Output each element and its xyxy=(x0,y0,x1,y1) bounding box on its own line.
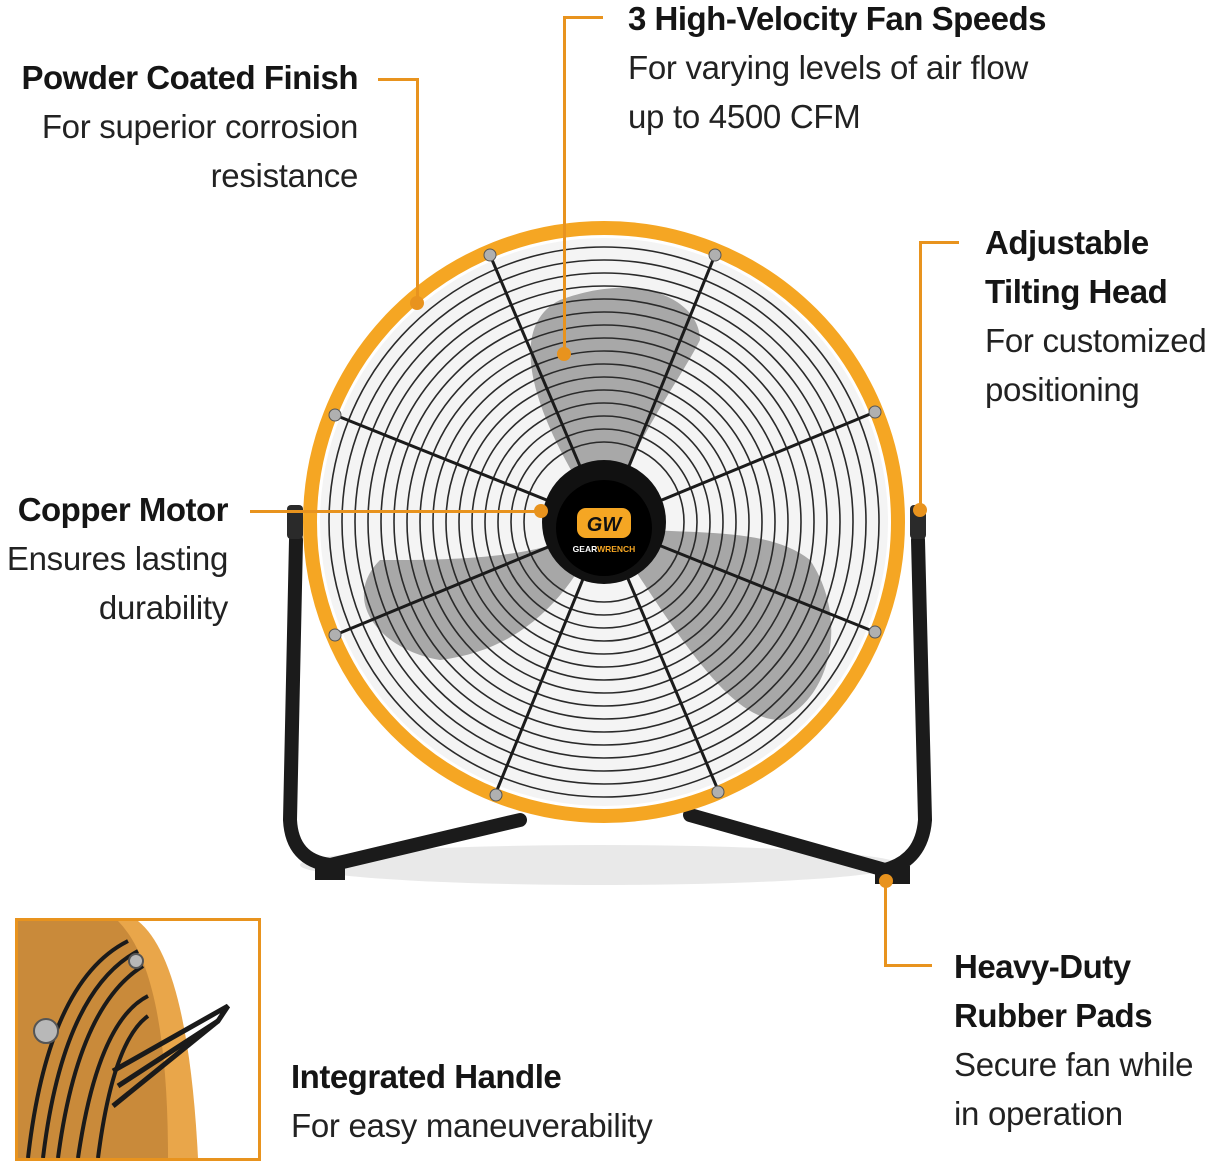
handle-bar xyxy=(111,1003,231,1089)
callout-desc: in operation xyxy=(954,1095,1123,1132)
leader-powder-v xyxy=(416,78,419,303)
callout-title: Integrated Handle xyxy=(291,1058,562,1095)
callout-desc: For customized xyxy=(985,322,1207,359)
handle-detail-inset xyxy=(15,918,261,1161)
callout-copper-motor: Copper Motor Ensures lasting durability xyxy=(0,485,229,632)
callout-title: Powder Coated Finish xyxy=(21,59,358,96)
callout-desc: positioning xyxy=(985,371,1140,408)
callout-fan-speeds: 3 High-Velocity Fan Speeds For varying l… xyxy=(628,0,1046,141)
fan-product-image: GW GEARWRENCH xyxy=(282,221,933,885)
left-tilt-knob xyxy=(287,505,303,539)
callout-desc: For superior corrosion xyxy=(41,108,358,145)
leader-powder-h xyxy=(378,78,418,81)
gw-logo-mark: GW xyxy=(587,514,624,536)
fan-housing-ring xyxy=(303,221,905,823)
callout-desc: Secure fan while xyxy=(954,1046,1194,1083)
callout-powder-coated: Powder Coated Finish For superior corros… xyxy=(0,53,358,200)
callout-title: Heavy-Duty xyxy=(954,948,1131,985)
leader-tilting-dot xyxy=(913,503,927,517)
callout-desc: Ensures lasting xyxy=(6,540,228,577)
handle-detail-image xyxy=(18,921,231,1158)
callout-desc: resistance xyxy=(210,157,359,194)
callout-desc: For varying levels of air flow xyxy=(628,49,1028,86)
grill-bolts xyxy=(328,248,882,802)
callout-integrated-handle: Integrated Handle For easy maneuverabili… xyxy=(291,1052,653,1150)
fan-grill xyxy=(328,246,880,798)
leader-pads-h xyxy=(884,964,932,967)
leader-tilting-h xyxy=(919,241,959,244)
leader-pads-dot xyxy=(879,874,893,888)
callout-desc: durability xyxy=(98,589,228,626)
brand-wordmark: GEARWRENCH xyxy=(573,544,636,554)
callout-title: Tilting Head xyxy=(985,273,1168,310)
leader-motor-dot xyxy=(534,504,548,518)
callout-desc: For easy maneuverability xyxy=(291,1107,653,1144)
leader-pads-v xyxy=(884,880,887,966)
left-rubber-pad xyxy=(315,862,345,880)
callout-title: Rubber Pads xyxy=(954,997,1153,1034)
leader-tilting-v xyxy=(919,241,922,511)
leader-powder-dot xyxy=(410,296,424,310)
callout-tilting-head: Adjustable Tilting Head For customized p… xyxy=(985,218,1207,414)
leader-motor-h xyxy=(250,510,540,513)
callout-title: Copper Motor xyxy=(17,491,229,528)
callout-desc: up to 4500 CFM xyxy=(628,98,861,135)
callout-title: 3 High-Velocity Fan Speeds xyxy=(628,0,1046,37)
leader-speeds-h xyxy=(563,16,603,19)
callout-title: Adjustable xyxy=(985,224,1149,261)
leader-speeds-v xyxy=(563,16,566,356)
leader-speeds-dot xyxy=(557,347,571,361)
callout-rubber-pads: Heavy-Duty Rubber Pads Secure fan while … xyxy=(954,942,1193,1138)
gw-logo-badge xyxy=(577,508,631,538)
